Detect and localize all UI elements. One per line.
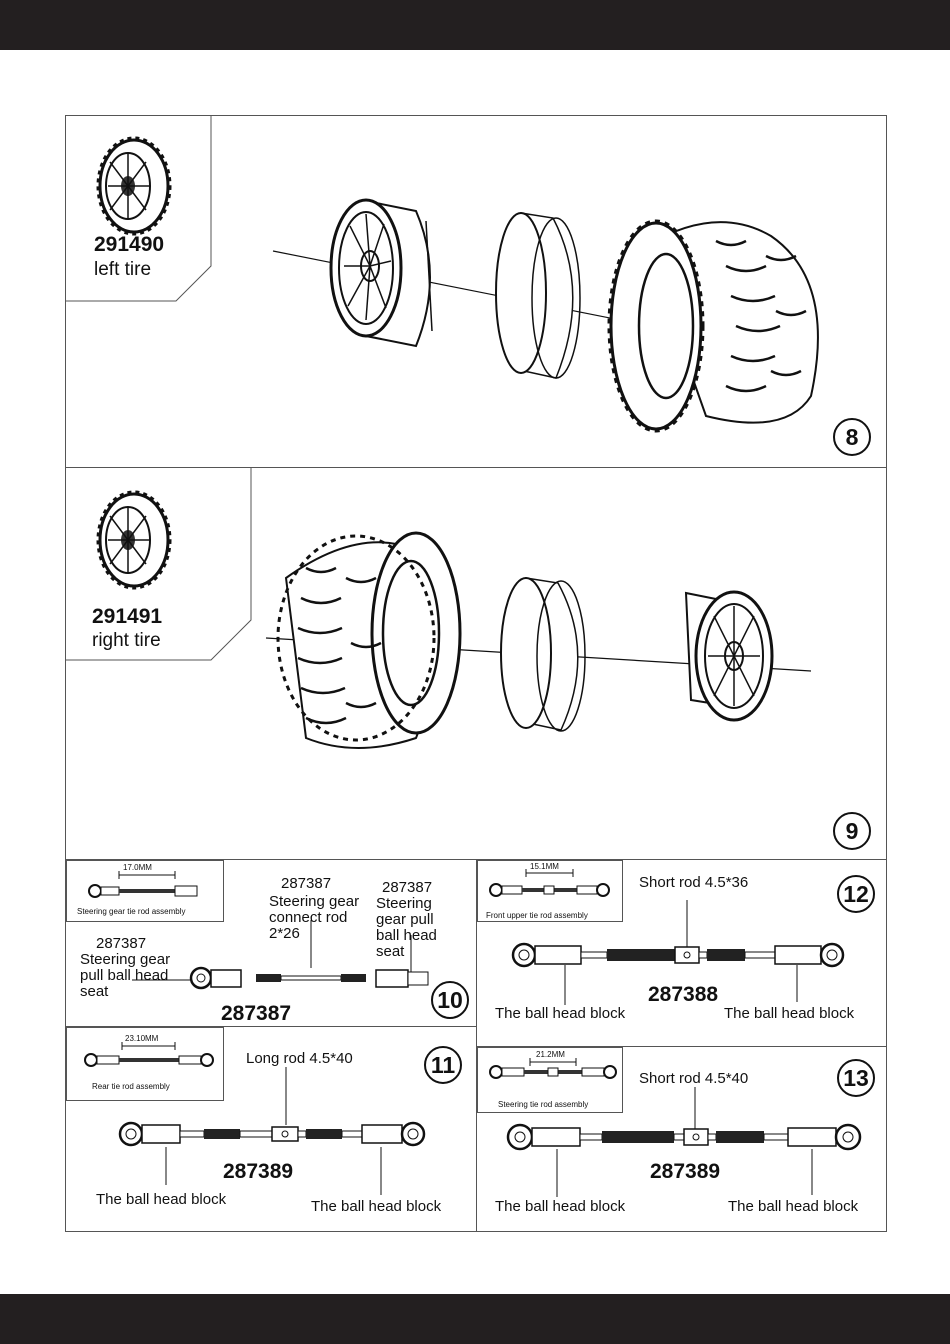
- dimension-label: 17.0MM: [123, 863, 152, 872]
- tie-rod-inset: 21.2MM Steering tie rod assembly: [477, 1047, 623, 1113]
- rod-label: Short rod 4.5*40: [639, 1070, 749, 1087]
- dimension-label: 15.1MM: [530, 862, 559, 871]
- footer-band: [0, 1294, 950, 1344]
- left-block-label: The ball head block: [495, 1005, 626, 1022]
- part-code: 291490: [94, 233, 165, 256]
- dimension-label: 21.2MM: [536, 1050, 565, 1059]
- tie-rod-diagram: [511, 900, 845, 1005]
- step-number: 9: [833, 812, 871, 850]
- step-number: 10: [431, 981, 469, 1019]
- part-name: left tire: [94, 259, 152, 280]
- right-tire-exploded-diagram: [66, 468, 812, 749]
- left-part-label: Steering gear pull ball head seat: [80, 951, 171, 1000]
- rod-label: Short rod 4.5*36: [639, 874, 749, 891]
- tie-rod-inset: 23.10MM Rear tie rod assembly: [66, 1027, 224, 1101]
- left-part-code: 287387: [96, 935, 147, 952]
- left-block-label: The ball head block: [495, 1198, 626, 1215]
- tire-thumbnail-icon: [96, 490, 172, 590]
- step8-panel: 291490 left tire 8: [65, 115, 887, 468]
- step12-panel: 15.1MM Front upper tie rod assembly Shor…: [476, 859, 887, 1047]
- tie-rod-diagram: [132, 920, 429, 990]
- mid-part-label: Steering gear connect rod 2*26: [269, 893, 360, 942]
- mid-part-code: 287387: [281, 875, 332, 892]
- part-name: right tire: [92, 630, 161, 651]
- inset-caption: Steering gear tie rod assembly: [77, 907, 186, 916]
- foam-insert-icon: [500, 577, 586, 732]
- assembly-code: 287387: [221, 1002, 292, 1025]
- left-block-label: The ball head block: [96, 1191, 227, 1208]
- right-block-label: The ball head block: [311, 1198, 442, 1215]
- tire-thumbnail-icon: [96, 136, 172, 236]
- inset-caption: Rear tie rod assembly: [92, 1082, 170, 1091]
- step-number: 11: [424, 1046, 462, 1084]
- part-code: 291491: [92, 605, 163, 628]
- rim-icon: [329, 198, 433, 348]
- assembly-code: 287389: [223, 1160, 294, 1183]
- step11-panel: 23.10MM Rear tie rod assembly Long rod 4…: [65, 1026, 477, 1232]
- left-tire-exploded-diagram: [66, 116, 819, 433]
- dimension-label: 23.10MM: [125, 1034, 159, 1043]
- step10-panel: 17.0MM Steering gear tie rod assembly 28…: [65, 859, 477, 1027]
- tie-rod-diagram: [506, 1087, 862, 1197]
- step-number: 12: [837, 875, 875, 913]
- tie-rod-inset: 15.1MM Front upper tie rod assembly: [477, 860, 623, 922]
- rim-icon: [684, 590, 774, 722]
- tire-icon: [276, 531, 462, 749]
- header-band: [0, 0, 950, 50]
- inset-caption: Front upper tie rod assembly: [486, 911, 588, 920]
- tie-rod-diagram: [118, 1067, 426, 1195]
- step-number: 13: [837, 1059, 875, 1097]
- step9-panel: 291491 right tire 9: [65, 467, 887, 860]
- inset-caption: Steering tie rod assembly: [498, 1100, 589, 1109]
- assembly-code: 287388: [648, 983, 719, 1006]
- right-part-code: 287387: [382, 879, 433, 896]
- tire-icon: [607, 219, 819, 433]
- assembly-code: 287389: [650, 1160, 721, 1183]
- foam-insert-icon: [495, 212, 581, 379]
- right-part-label: Steering gear pull ball head seat: [376, 895, 437, 960]
- step-number: 8: [833, 418, 871, 456]
- tie-rod-inset: 17.0MM Steering gear tie rod assembly: [66, 860, 224, 922]
- right-block-label: The ball head block: [724, 1005, 855, 1022]
- step13-panel: 21.2MM Steering tie rod assembly Short r…: [476, 1046, 887, 1232]
- rod-label: Long rod 4.5*40: [246, 1050, 353, 1067]
- right-block-label: The ball head block: [728, 1198, 859, 1215]
